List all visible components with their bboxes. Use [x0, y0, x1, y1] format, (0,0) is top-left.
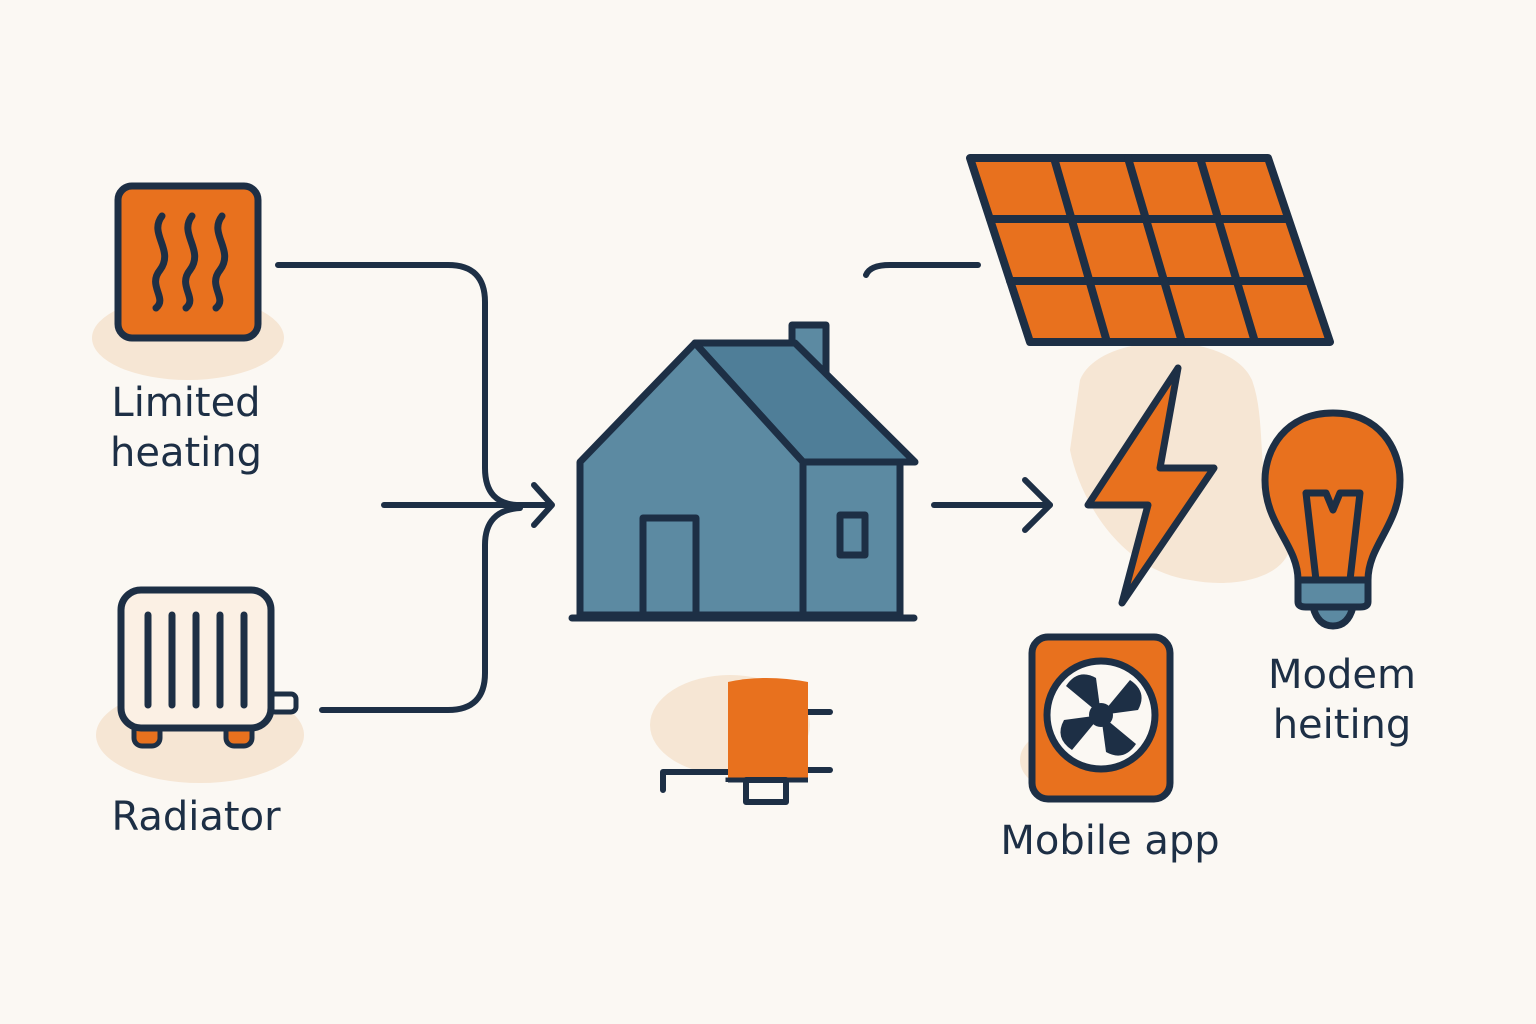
label-modern-heating: Modem heiting: [1252, 650, 1432, 750]
label-mobile-app-line1: Mobile app: [1000, 818, 1220, 864]
label-radiator: Radiator: [96, 792, 296, 842]
connectors: [275, 262, 1053, 713]
house-icon: [568, 321, 919, 622]
label-limited-heating-line1: Limited: [111, 380, 261, 426]
water-heater-icon: [660, 678, 833, 805]
connector-solar: [863, 262, 981, 278]
label-limited-heating: Limited heating: [96, 378, 276, 478]
arrowhead-to-energy: [1022, 477, 1053, 533]
label-radiator-line1: Radiator: [111, 794, 281, 840]
light-bulb-icon: [1261, 409, 1404, 630]
connector-limited-heating: [275, 262, 523, 508]
heat-waves-icon: [114, 182, 262, 342]
fan-app-icon: [1028, 633, 1174, 803]
label-modern-heating-line1: Modem: [1268, 652, 1416, 698]
lightning-bolt-icon: [1084, 364, 1218, 607]
arrowhead-into-house: [531, 482, 555, 528]
label-limited-heating-line2: heating: [109, 430, 262, 476]
label-mobile-app: Mobile app: [990, 816, 1230, 866]
connector-radiator: [319, 505, 523, 713]
solar-panel-icon: [966, 154, 1334, 346]
radiator-icon: [117, 586, 299, 749]
label-modern-heating-line2: heiting: [1272, 702, 1412, 748]
